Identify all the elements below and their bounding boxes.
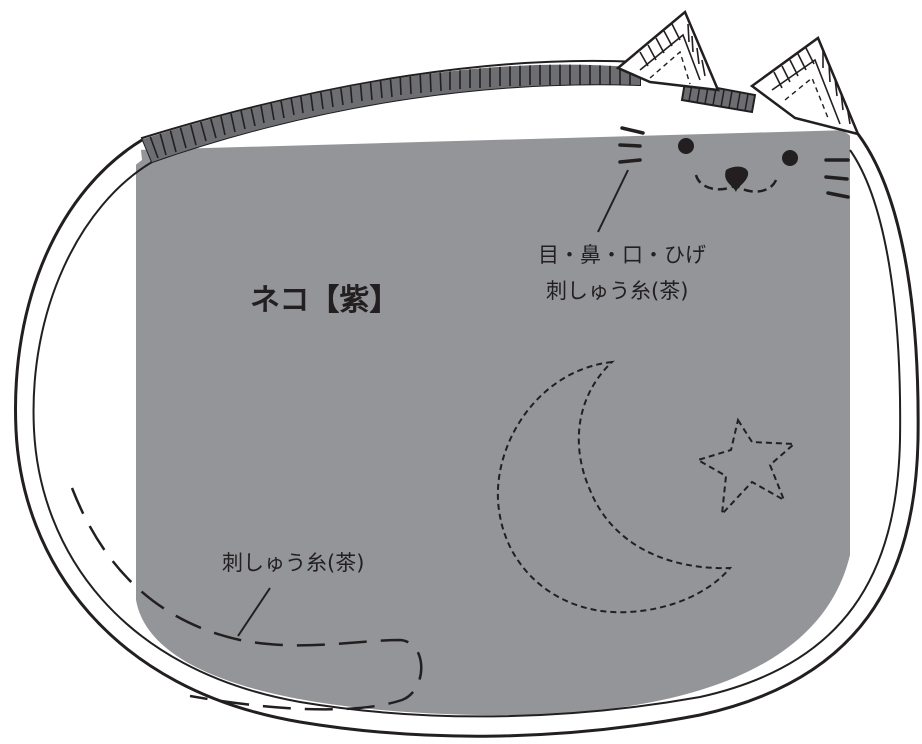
right-ear (749, 36, 861, 136)
mouth-stitch (694, 174, 778, 193)
tail-callout-leader (237, 587, 271, 637)
head-outline-inner (32, 149, 902, 718)
gray-panel-group (136, 130, 850, 716)
right-eye (782, 150, 798, 166)
left-whiskers (618, 126, 645, 164)
left-ear (615, 9, 720, 92)
panel-title: ネコ【紫】 (250, 283, 399, 318)
tail-stitch (70, 487, 423, 711)
face-callout-leader (597, 169, 629, 233)
moon-stitch (496, 360, 733, 614)
between-ears-rib (680, 80, 757, 114)
nose (725, 166, 749, 192)
tail-callout-line1: 刺しゅう糸(茶) (222, 551, 364, 575)
right-whiskers (824, 158, 850, 199)
left-eye (678, 138, 694, 154)
gray-panel (136, 130, 850, 716)
face-callout-line1: 目・鼻・口・ひげ (538, 243, 706, 267)
head-outline (14, 133, 920, 738)
face-callout-line2: 刺しゅう糸(茶) (546, 279, 688, 303)
star-stitch (695, 417, 797, 517)
